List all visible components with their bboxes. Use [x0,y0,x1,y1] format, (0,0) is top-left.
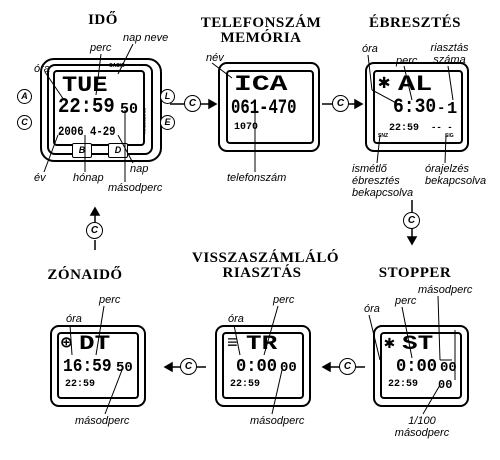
visszaszamlalo-seconds: 00 [280,360,297,376]
zonaido-label-ora: óra [66,313,82,325]
telefon-label-nev: név [206,52,224,64]
arrow-c-button-5[interactable]: C [180,358,197,375]
stopper-header: ST [402,333,434,356]
visszaszamlalo-header: TR [246,333,278,356]
stopper-small-time: 22:59 [388,379,419,390]
stopper-label-perc: perc [395,295,417,307]
ido-label-nap: nap [130,163,149,175]
arrow-c-button-1[interactable]: C [184,95,201,112]
stopper-display: ✱ ST 0:00 00 22:59 00 [380,332,462,399]
ido-title: IDŐ [88,12,118,28]
button-c[interactable]: C [17,115,32,130]
ido-label-ev: év [34,172,46,184]
stopper-label-ora: óra [364,303,380,315]
visszaszamlalo-header-icon: ≡ [227,334,238,354]
visszaszamlalo-title: VISSZASZÁMLÁLÓ RIASZTÁS [192,250,340,281]
ebresztes-title: ÉBRESZTÉS [368,15,462,31]
ido-label-ora: óra [34,63,50,75]
button-b[interactable]: B [72,143,92,158]
telefon-title: TELEFONSZÁM MEMÓRIA [200,15,322,46]
visszaszamlalo-label-perc: perc [273,294,295,306]
ebresztes-snz: SNZ [378,133,388,139]
ebresztes-dash: - [437,101,446,117]
zonaido-header: DT [79,333,111,356]
ebresztes-small-dashes: -- - [431,123,453,133]
telefon-label-telefonszam: telefonszám [227,172,287,184]
visszaszamlalo-small-time: 22:59 [230,379,261,390]
telefon-display: ICA 061-470 1070 [226,70,314,144]
ebresztes-number: 1 [447,100,458,119]
telefon-small: 1070 [234,122,259,133]
ebresztes-label-riasztas-szama: riasztás száma [430,42,469,66]
ido-time: 22:59 [58,96,115,119]
ebresztes-label-perc: perc [396,55,418,67]
flow-arrows [89,98,418,373]
zonaido-title: ZÓNAIDŐ [47,267,123,283]
zonaido-small-time: 22:59 [65,379,96,390]
button-l[interactable]: L [160,89,175,104]
ebresztes-sig: SIG [445,133,454,139]
zonaido-header-icon: ⊕ [61,334,72,354]
ido-display: TUE 22:59 50 2006 4-29 [53,70,145,146]
ido-label-honap: hónap [73,172,104,184]
visszaszamlalo-label-ora: óra [228,313,244,325]
arrow-c-button-2[interactable]: C [332,95,349,112]
zonaido-seconds: 50 [116,360,133,376]
zonaido-leaders [69,305,123,415]
stopper-label-szazad: 1/100 másodperc [394,415,450,439]
zonaido-label-perc: perc [99,294,121,306]
ido-brand: CASIO [109,63,125,69]
telefon-number: 061-470 [231,97,297,120]
ido-label-masodperc: másodperc [108,182,163,194]
ebresztes-small-time: 22:59 [389,123,420,134]
ebresztes-label-ismetlo: ismétlő ébresztés bekapcsolva [352,163,414,199]
ido-date: 2006 4-29 [58,124,116,139]
visszaszamlalo-leaders [233,305,283,415]
zonaido-time: 16:59 [63,357,112,377]
ebresztes-leaders [367,54,454,164]
zonaido-label-masodperc: másodperc [75,415,130,427]
button-a[interactable]: A [17,89,32,104]
ebresztes-header-icon: ✱ [378,72,391,95]
visszaszamlalo-label-masodperc: másodperc [250,415,305,427]
stopper-hundredths: 00 [438,378,453,392]
stopper-leaders [368,295,456,415]
stopper-header-icon: ✱ [384,334,395,354]
stopper-title: STOPPER [378,265,452,281]
visszaszamlalo-time: 0:00 [236,357,278,377]
button-d[interactable]: D [108,143,128,158]
ido-leaders [43,43,134,182]
button-e[interactable]: E [160,115,175,130]
stopper-time: 0:00 [396,357,438,377]
ido-label-nap-neve: nap neve [123,32,169,44]
ebresztes-label-orajelzes: órajelzés bekapcsolva [425,163,487,187]
arrow-c-button-4[interactable]: C [339,358,356,375]
arrow-c-button-3[interactable]: C [403,212,420,229]
telefon-leaders [211,62,256,172]
ebresztes-time: 6:30 [393,96,437,119]
stopper-label-masodperc: másodperc [418,284,473,296]
visszaszamlalo-display: ≡ TR 0:00 00 22:59 [222,332,304,399]
telefon-name: ICA [234,72,288,97]
ido-label-perc: perc [90,42,112,54]
stopper-seconds: 00 [440,360,457,376]
arrow-c-button-6[interactable]: C [86,222,103,239]
ebresztes-label-ora: óra [362,43,378,55]
